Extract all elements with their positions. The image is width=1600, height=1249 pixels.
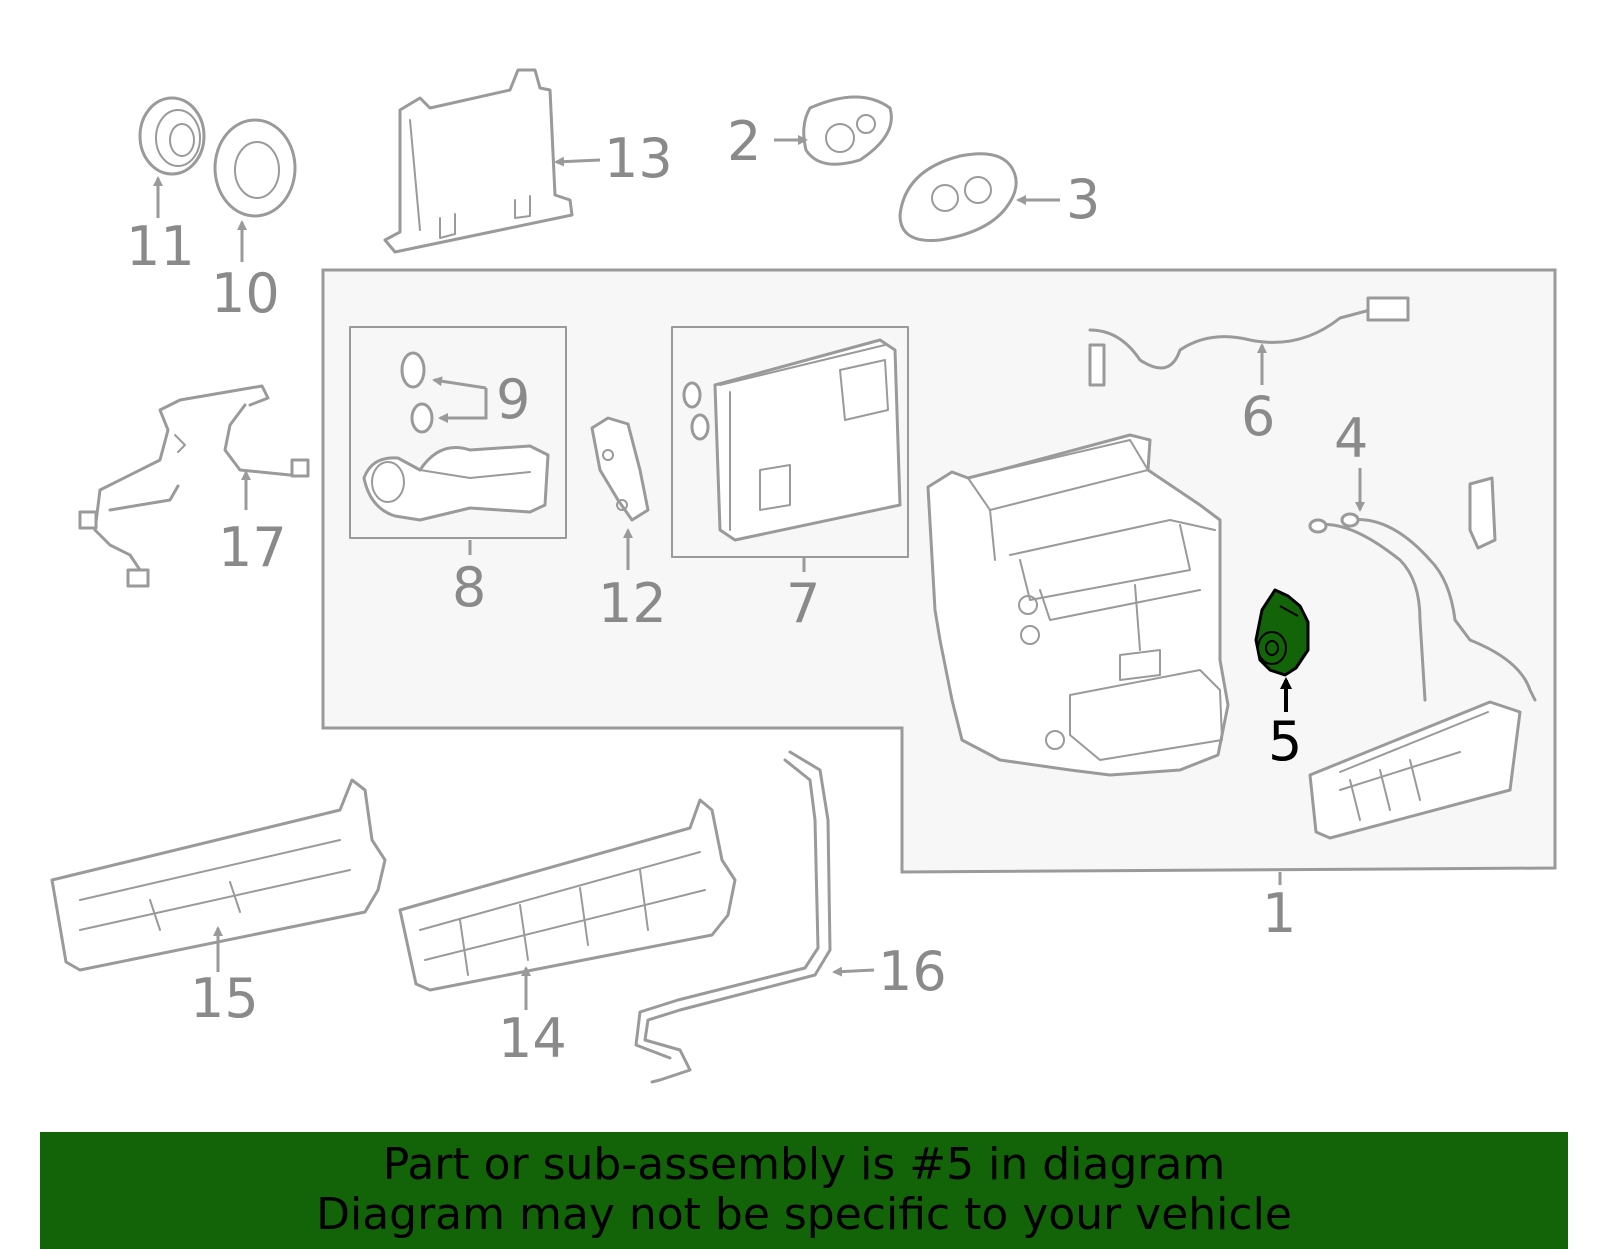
part-16-hose [634,750,832,1084]
callout-3: 3 [1066,168,1100,231]
callout-16: 16 [878,940,947,1003]
callout-12: 12 [598,572,667,635]
callout-9: 9 [496,368,530,431]
part-9-o-rings [400,351,434,434]
banner-line-1: Part or sub-assembly is #5 in diagram [382,1139,1226,1190]
callout-11: 11 [126,215,195,278]
callout-14: 14 [498,1007,567,1070]
callout-10: 10 [211,262,280,325]
callout-1: 1 [1262,882,1296,945]
part-12-bracket [590,416,650,522]
part-8-pipe [349,326,567,539]
part-2-adapter [802,95,893,166]
callout-6: 6 [1241,385,1275,448]
callout-15: 15 [190,967,259,1030]
callout-2: 2 [727,110,761,173]
part-1-housing [926,433,1230,777]
part-7-evaporator [671,326,909,558]
part-10-seal [213,118,297,218]
part-6-harness [1088,296,1410,387]
callout-5: 5 [1268,710,1302,773]
part-4-pipes [1308,512,1537,702]
callout-4: 4 [1334,407,1368,470]
info-banner: Part or sub-assembly is #5 in diagram Di… [40,1132,1568,1249]
part-11-seal [138,96,206,176]
banner-line-2: Diagram may not be specific to your vehi… [316,1189,1292,1240]
part-14-radiator [398,798,737,992]
heater-core [1308,700,1522,840]
callout-17: 17 [218,516,287,579]
part-17-harness [78,384,310,588]
part-13-bracket [383,68,574,254]
callout-7: 7 [786,572,820,635]
part-3-gasket [898,152,1018,242]
part-5-servo-motor-highlighted [1254,588,1310,677]
callout-8: 8 [452,556,486,619]
part-15-blower-housing [50,778,387,972]
callout-13: 13 [604,127,673,190]
pipe-clip [1468,476,1497,550]
